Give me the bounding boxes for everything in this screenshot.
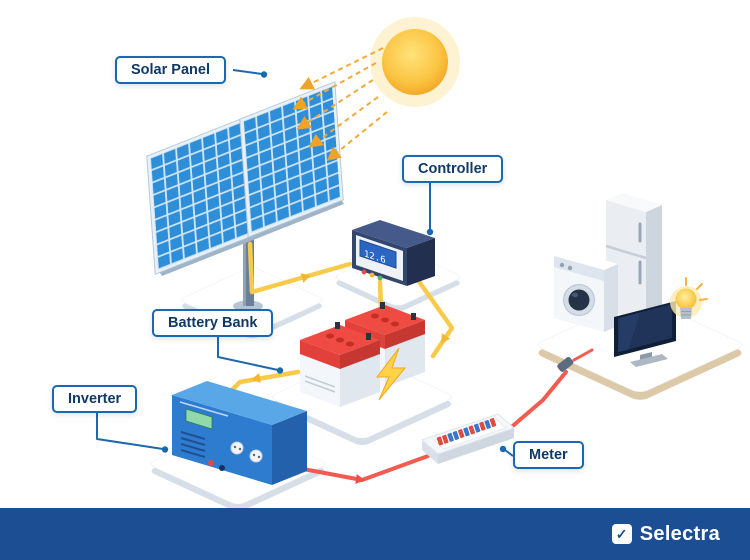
check-icon: ✓ xyxy=(611,524,632,544)
wire-controller-to-battery-right xyxy=(412,273,455,359)
brand-name: Selectra xyxy=(639,522,720,545)
meter-graphic xyxy=(421,413,515,464)
controller-screen xyxy=(359,239,397,269)
label-battery-bank: Battery Bank xyxy=(152,309,274,337)
refrigerator-graphic xyxy=(605,193,662,322)
plug-connector xyxy=(557,356,574,372)
washing-machine-graphic xyxy=(554,250,618,332)
light-bulb-icon xyxy=(670,277,708,319)
solar-panel-left xyxy=(146,117,253,275)
sun-rays-arrows xyxy=(292,47,388,161)
solar-panel-array xyxy=(146,81,344,276)
label-solar-panel: Solar Panel xyxy=(115,56,226,84)
battery-bank-graphic xyxy=(300,302,425,407)
footer-bar: ✓ Selectra xyxy=(0,508,750,560)
controller-graphic: 12.6 xyxy=(352,220,435,286)
brand-logo: ✓ Selectra xyxy=(611,522,720,546)
sun-icon xyxy=(370,17,460,107)
solar-panel-right xyxy=(239,81,344,238)
solar-panel-pole xyxy=(233,226,263,312)
label-meter: Meter xyxy=(513,441,584,469)
label-controller: Controller xyxy=(402,155,504,183)
inverter-display xyxy=(185,408,213,430)
tv-graphic xyxy=(614,301,676,367)
wire-meter-to-appliances xyxy=(506,348,594,432)
label-connectors xyxy=(96,69,514,457)
label-inverter: Inverter xyxy=(52,385,138,413)
inverter-outlet xyxy=(230,441,244,455)
meter-switch-row xyxy=(436,418,497,446)
washer-door xyxy=(563,284,595,316)
lightning-bolt-icon xyxy=(375,347,407,401)
wire-panel-to-controller xyxy=(247,241,353,295)
inverter-graphic xyxy=(172,381,307,485)
inverter-outlet xyxy=(249,449,263,463)
